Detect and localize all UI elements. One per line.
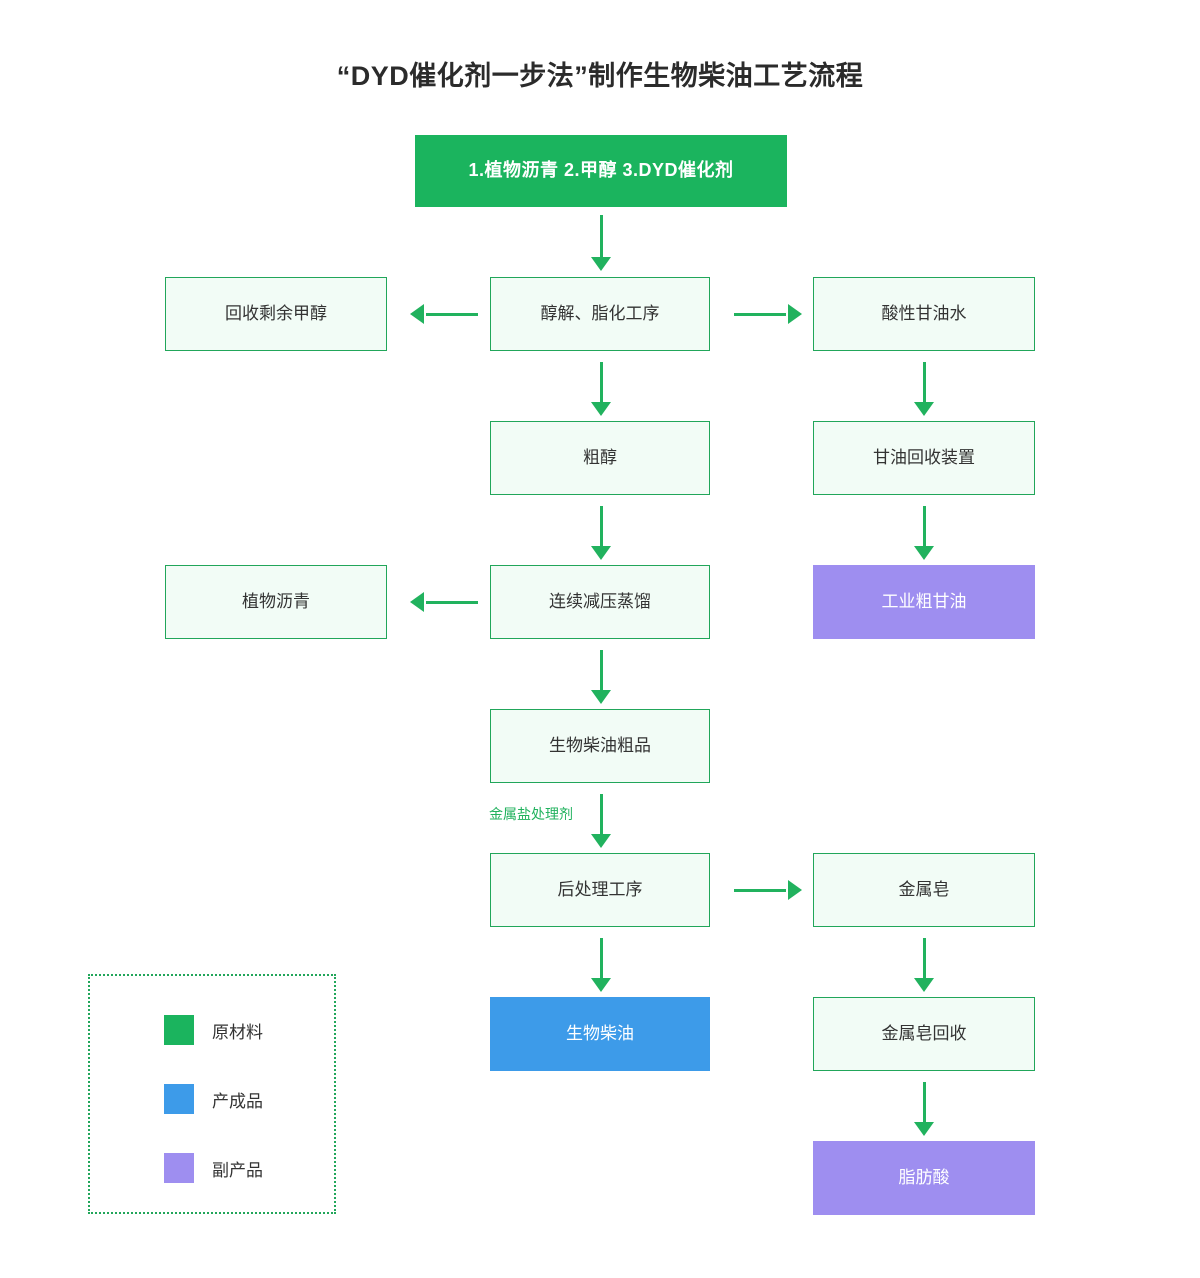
arrow-metal-soap-to-metal-soap-recovery xyxy=(904,938,944,992)
legend-swatch-raw-material xyxy=(164,1015,194,1045)
node-industrial-crude-glycerol[interactable]: 工业粗甘油 xyxy=(813,565,1035,639)
node-recover-methanol[interactable]: 回收剩余甲醇 xyxy=(165,277,387,351)
node-label: 酸性甘油水 xyxy=(881,303,967,323)
node-alcoholysis[interactable]: 醇解、脂化工序 xyxy=(490,277,710,351)
node-raw-inputs[interactable]: 1.植物沥青 2.甲醇 3.DYD催化剂 xyxy=(415,135,787,207)
legend-item-raw-material: 原材料 xyxy=(164,1015,263,1045)
node-label: 脂肪酸 xyxy=(898,1167,950,1187)
legend-item-product: 产成品 xyxy=(164,1084,263,1114)
arrow-vacuum-distillation-to-crude-biodiesel xyxy=(581,650,621,704)
node-label: 工业粗甘油 xyxy=(881,591,967,611)
node-crude-alcohol[interactable]: 粗醇 xyxy=(490,421,710,495)
node-acid-glycerol-water[interactable]: 酸性甘油水 xyxy=(813,277,1035,351)
arrow-acid-glycerol-water-to-glycerol-recovery xyxy=(904,362,944,416)
arrow-inputs-to-alcoholysis xyxy=(581,215,621,271)
legend-swatch-product xyxy=(164,1084,194,1114)
node-fatty-acid[interactable]: 脂肪酸 xyxy=(813,1141,1035,1215)
edge-label-metal-salt-agent: 金属盐处理剂 xyxy=(489,806,573,822)
node-metal-soap-recovery[interactable]: 金属皂回收 xyxy=(813,997,1035,1071)
arrow-vacuum-distillation-to-vegetable-asphalt xyxy=(410,584,478,620)
node-biodiesel[interactable]: 生物柴油 xyxy=(490,997,710,1071)
arrow-alcoholysis-to-recover-methanol xyxy=(410,296,478,332)
node-label: 金属皂回收 xyxy=(881,1023,967,1043)
node-glycerol-recovery-unit[interactable]: 甘油回收装置 xyxy=(813,421,1035,495)
legend-label-product: 产成品 xyxy=(212,1091,263,1111)
legend-item-byproduct: 副产品 xyxy=(164,1153,263,1183)
arrow-alcoholysis-to-acid-glycerol-water xyxy=(734,296,802,332)
node-label: 植物沥青 xyxy=(242,591,310,611)
node-label: 回收剩余甲醇 xyxy=(225,303,327,323)
arrow-metal-soap-recovery-to-fatty-acid xyxy=(904,1082,944,1136)
node-label: 生物柴油粗品 xyxy=(549,735,651,755)
legend-swatch-byproduct xyxy=(164,1153,194,1183)
arrow-post-treatment-to-biodiesel xyxy=(581,938,621,992)
legend-label-byproduct: 副产品 xyxy=(212,1160,263,1180)
node-metal-soap[interactable]: 金属皂 xyxy=(813,853,1035,927)
node-vacuum-distillation[interactable]: 连续减压蒸馏 xyxy=(490,565,710,639)
node-label: 后处理工序 xyxy=(557,879,643,899)
node-crude-biodiesel[interactable]: 生物柴油粗品 xyxy=(490,709,710,783)
legend-label-raw-material: 原材料 xyxy=(212,1022,263,1042)
arrow-crude-biodiesel-to-post-treatment xyxy=(581,794,621,848)
node-post-treatment[interactable]: 后处理工序 xyxy=(490,853,710,927)
arrow-glycerol-recovery-to-industrial-crude-glycerol xyxy=(904,506,944,560)
arrow-alcoholysis-to-crude-alcohol xyxy=(581,362,621,416)
node-label: 生物柴油 xyxy=(566,1023,634,1043)
node-label: 甘油回收装置 xyxy=(873,447,975,467)
node-label: 连续减压蒸馏 xyxy=(549,591,651,611)
arrow-post-treatment-to-metal-soap xyxy=(734,872,802,908)
node-label: 金属皂 xyxy=(898,879,950,899)
node-label: 醇解、脂化工序 xyxy=(540,303,660,323)
node-label: 1.植物沥青 2.甲醇 3.DYD催化剂 xyxy=(468,160,734,181)
legend: 原材料 产成品 副产品 xyxy=(88,974,336,1214)
page-title: “DYD催化剂一步法”制作生物柴油工艺流程 xyxy=(336,61,864,91)
node-label: 粗醇 xyxy=(583,447,617,467)
node-vegetable-asphalt[interactable]: 植物沥青 xyxy=(165,565,387,639)
arrow-crude-alcohol-to-vacuum-distillation xyxy=(581,506,621,560)
